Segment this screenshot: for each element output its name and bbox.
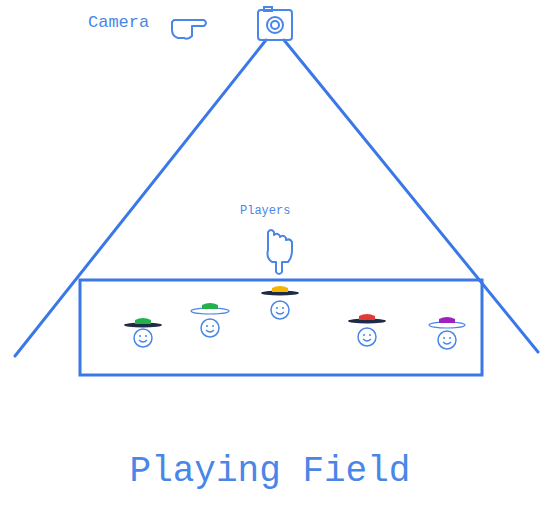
hat-crown xyxy=(359,314,375,320)
player-face xyxy=(358,328,376,346)
camera-lens xyxy=(271,21,279,29)
hand-pointer xyxy=(268,230,293,274)
player-figure xyxy=(348,314,386,346)
player-face xyxy=(134,329,152,347)
player-smile xyxy=(206,330,214,332)
player-smile xyxy=(443,342,451,344)
camera-icon xyxy=(258,7,292,40)
player-figure xyxy=(261,286,299,319)
player-eye xyxy=(139,335,141,337)
players-label: Players xyxy=(240,205,290,218)
hat-crown xyxy=(272,286,288,292)
player-face xyxy=(271,301,289,319)
player-eye xyxy=(212,325,214,327)
view-line xyxy=(284,40,538,352)
hat-crown xyxy=(202,303,218,309)
hand-pointer-shape xyxy=(172,20,206,39)
field-rect xyxy=(80,280,482,375)
hat-crown xyxy=(439,317,455,323)
player-eye xyxy=(282,307,284,309)
player-figure xyxy=(429,317,465,349)
player-eye xyxy=(363,334,365,336)
hand-pointer-shape xyxy=(268,230,293,274)
view-line xyxy=(15,40,266,356)
player-eye xyxy=(206,325,208,327)
player-face xyxy=(438,331,456,349)
player-figure xyxy=(124,318,162,347)
caption: Playing Field xyxy=(0,452,540,492)
player-eye xyxy=(276,307,278,309)
camera-label: Camera xyxy=(88,14,149,33)
player-eye xyxy=(145,335,147,337)
hand-pointer xyxy=(172,20,206,39)
player-face xyxy=(201,319,219,337)
player-smile xyxy=(363,339,371,341)
player-eye xyxy=(443,337,445,339)
player-figure xyxy=(191,303,229,337)
camera-lens xyxy=(267,17,283,33)
camera-button xyxy=(264,7,272,11)
player-smile xyxy=(139,340,147,342)
player-eye xyxy=(369,334,371,336)
player-smile xyxy=(276,312,284,314)
hat-crown xyxy=(135,318,151,324)
player-eye xyxy=(449,337,451,339)
camera-body xyxy=(258,10,292,40)
